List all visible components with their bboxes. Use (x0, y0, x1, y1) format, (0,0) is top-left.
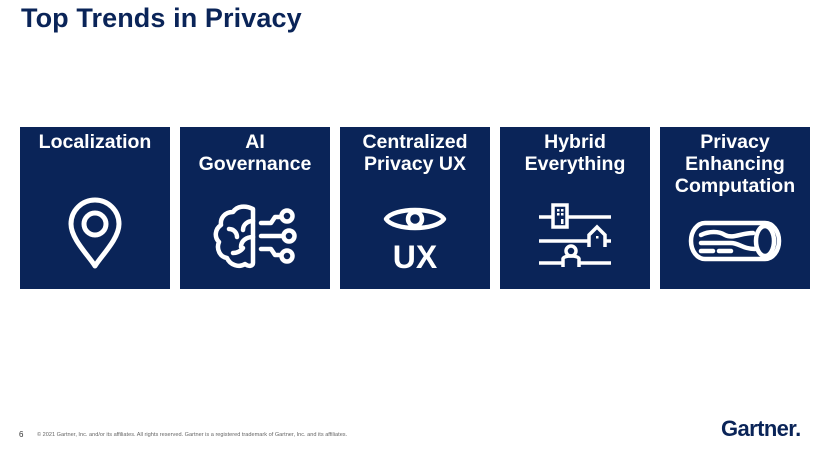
page-number: 6 (19, 430, 24, 439)
copyright-notice: © 2021 Gartner, Inc. and/or its affiliat… (37, 432, 348, 438)
data-pipe-icon (660, 219, 810, 263)
map-pin-icon (20, 195, 170, 271)
tile-label: Privacy Enhancing Computation (674, 131, 796, 197)
gartner-logo: Gartner. (721, 416, 801, 442)
tile-ai-governance: AI Governance (180, 127, 330, 289)
tile-label: Centralized Privacy UX (362, 131, 468, 175)
hybrid-buildings-icon (500, 201, 650, 269)
ai-brain-circuit-icon (180, 203, 330, 269)
tile-label: Localization (38, 131, 152, 153)
tile-label: Hybrid Everything (524, 131, 626, 175)
slide-title: Top Trends in Privacy (21, 3, 302, 33)
eye-ux-icon: UX (340, 203, 490, 273)
tile-privacy-enhancing-computation: Privacy Enhancing Computation (660, 127, 810, 289)
tile-label: AI Governance (198, 131, 312, 175)
ux-text: UX (393, 239, 438, 273)
logo-text: Gartner (721, 416, 796, 441)
tile-centralized-privacy-ux: Centralized Privacy UX UX (340, 127, 490, 289)
logo-dot: . (795, 416, 801, 441)
tile-localization: Localization (20, 127, 170, 289)
tile-hybrid-everything: Hybrid Everything (500, 127, 650, 289)
